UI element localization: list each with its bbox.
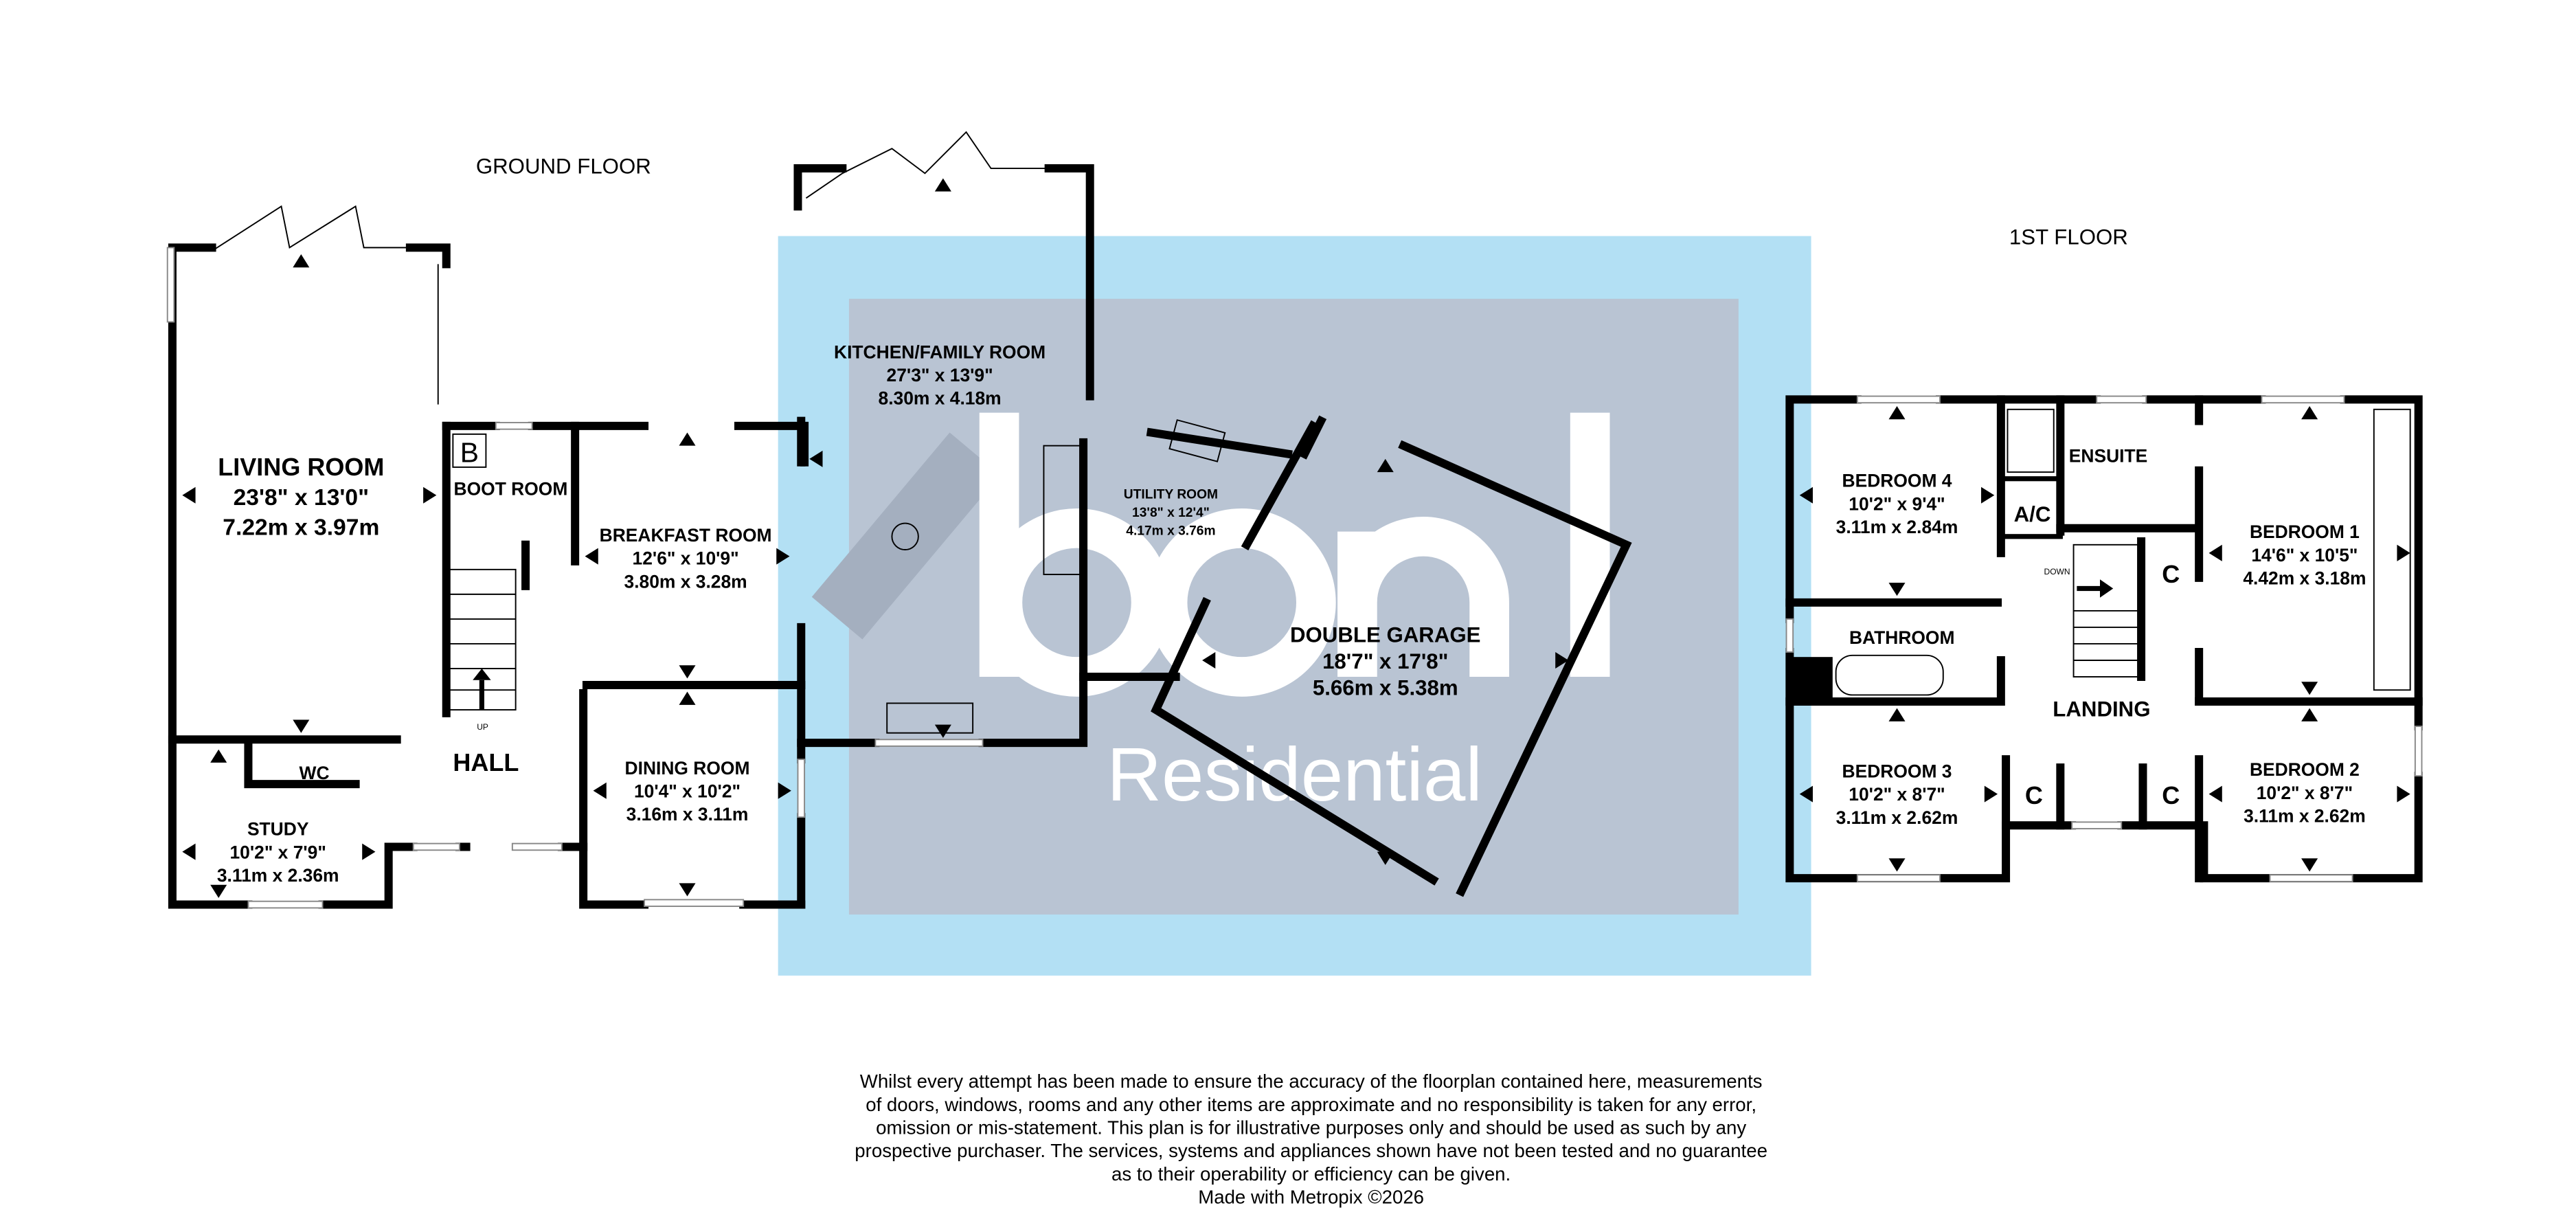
- watermark-subtext: Residential: [1107, 732, 1482, 817]
- room-dining: DINING ROOM 10'4" x 10'2" 3.16m x 3.11m: [625, 758, 750, 825]
- room-name: BEDROOM 4: [1842, 471, 1952, 491]
- room-name: BEDROOM 3: [1842, 761, 1952, 782]
- stair-down-arrow-icon: [2077, 585, 2101, 592]
- room-metric: 3.11m x 2.36m: [217, 865, 339, 886]
- room-name: BEDROOM 2: [2250, 759, 2360, 780]
- room-imperial: 10'4" x 10'2": [634, 781, 741, 801]
- ground-floor-title: GROUND FLOOR: [476, 154, 651, 178]
- room-metric: 3.11m x 2.84m: [1836, 517, 1958, 537]
- room-garage: DOUBLE GARAGE 18'7" x 17'8" 5.66m x 5.38…: [1290, 623, 1481, 700]
- room-imperial: 10'2" x 7'9": [230, 842, 326, 862]
- room-breakfast: BREAKFAST ROOM 12'6" x 10'9" 3.80m x 3.2…: [600, 525, 772, 592]
- room-imperial: 27'3" x 13'9": [887, 365, 993, 385]
- landing-label: LANDING: [2053, 697, 2150, 721]
- first-floor-title: 1ST FLOOR: [2009, 225, 2128, 249]
- room-bed2: BEDROOM 2 10'2" x 8'7" 3.11m x 2.62m: [2244, 759, 2366, 826]
- ensuite-label: ENSUITE: [2069, 446, 2147, 467]
- disclaimer: Whilst every attempt has been made to en…: [855, 1071, 1767, 1207]
- room-metric: 5.66m x 5.38m: [1313, 675, 1458, 699]
- room-name: STUDY: [247, 819, 309, 840]
- disclaimer-line: as to their operability or efficiency ca…: [1111, 1163, 1511, 1185]
- room-bed1: BEDROOM 1 14'6" x 10'5" 4.42m x 3.18m: [2243, 522, 2366, 588]
- credit: Made with Metropix ©2026: [1198, 1186, 1424, 1207]
- room-name: KITCHEN/FAMILY ROOM: [834, 341, 1046, 362]
- hall-label: HALL: [453, 748, 519, 776]
- first-floor-walls: [1785, 395, 2423, 883]
- room-imperial: 10'2" x 8'7": [1849, 784, 1945, 805]
- boot-room-label: BOOT ROOM: [454, 479, 568, 500]
- disclaimer-line: omission or mis-statement. This plan is …: [876, 1117, 1746, 1138]
- room-metric: 3.80m x 3.28m: [624, 571, 747, 592]
- cupboard-label: C: [2162, 781, 2180, 809]
- room-kitchen: KITCHEN/FAMILY ROOM 27'3" x 13'9" 8.30m …: [834, 341, 1046, 408]
- room-name: DINING ROOM: [625, 758, 750, 778]
- stairs-down-label: DOWN: [2044, 567, 2070, 576]
- disclaimer-line: of doors, windows, rooms and any other i…: [866, 1094, 1756, 1115]
- room-imperial: 23'8" x 13'0": [234, 485, 369, 511]
- room-imperial: 10'2" x 8'7": [2257, 783, 2353, 803]
- room-metric: 3.11m x 2.62m: [1836, 807, 1958, 828]
- room-name: BREAKFAST ROOM: [600, 525, 772, 546]
- room-imperial: 12'6" x 10'9": [633, 548, 739, 569]
- room-metric: 4.17m x 3.76m: [1126, 524, 1215, 538]
- boiler-label: B: [460, 437, 479, 469]
- room-name: DOUBLE GARAGE: [1290, 623, 1481, 647]
- room-imperial: 10'2" x 9'4": [1849, 493, 1945, 514]
- stairs-up-label: UP: [477, 722, 488, 732]
- disclaimer-line: Whilst every attempt has been made to en…: [860, 1071, 1763, 1092]
- room-name: BEDROOM 1: [2250, 522, 2360, 542]
- room-bed3: BEDROOM 3 10'2" x 8'7" 3.11m x 2.62m: [1836, 761, 1958, 828]
- dimension-arrows: [182, 178, 2410, 898]
- cupboard-label: C: [2162, 560, 2180, 588]
- room-imperial: 13'8" x 12'4": [1132, 506, 1210, 520]
- stair-up-arrow-icon: [479, 680, 485, 710]
- disclaimer-line: prospective purchaser. The services, sys…: [855, 1140, 1767, 1161]
- room-name: LIVING ROOM: [218, 453, 384, 481]
- ground-floor-walls: [166, 131, 1632, 909]
- room-living: LIVING ROOM 23'8" x 13'0" 7.22m x 3.97m: [218, 453, 384, 540]
- room-bed4: BEDROOM 4 10'2" x 9'4" 3.11m x 2.84m: [1836, 471, 1958, 537]
- room-metric: 3.11m x 2.62m: [2244, 805, 2366, 826]
- room-name: UTILITY ROOM: [1124, 488, 1218, 502]
- room-metric: 7.22m x 3.97m: [223, 515, 379, 540]
- room-utility: UTILITY ROOM 13'8" x 12'4" 4.17m x 3.76m: [1124, 488, 1218, 539]
- room-metric: 8.30m x 4.18m: [879, 388, 1002, 409]
- room-metric: 4.42m x 3.18m: [2243, 568, 2366, 588]
- island-shadow: [811, 432, 1001, 640]
- wc-label: WC: [300, 763, 330, 783]
- airing-cupboard-label: A/C: [2014, 502, 2051, 526]
- room-study: STUDY 10'2" x 7'9" 3.11m x 2.36m: [217, 819, 339, 886]
- room-imperial: 18'7" x 17'8": [1322, 649, 1448, 673]
- bathroom-label: BATHROOM: [1849, 627, 1955, 648]
- room-imperial: 14'6" x 10'5": [2251, 545, 2358, 565]
- cupboard-label: C: [2025, 781, 2043, 809]
- room-metric: 3.16m x 3.11m: [626, 804, 749, 825]
- watermark-logo: [979, 412, 1610, 697]
